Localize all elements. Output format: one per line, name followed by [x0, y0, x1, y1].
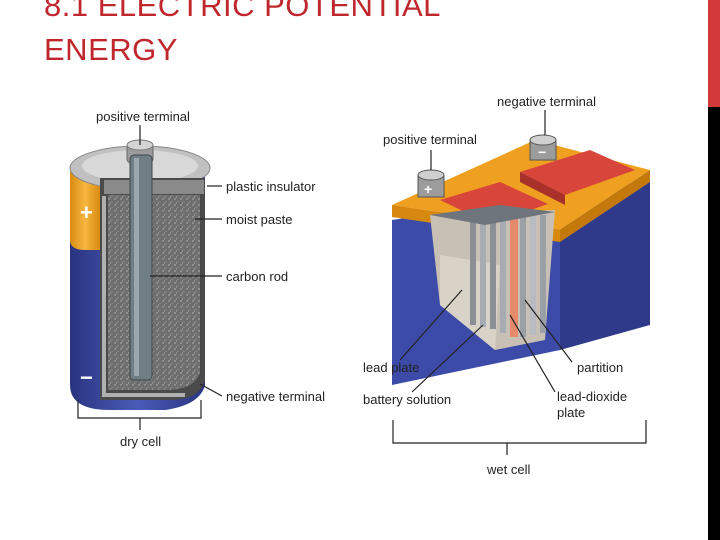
wet-cell-label-lead-dioxide-1: lead-dioxide	[557, 389, 627, 404]
wet-cell-positive-terminal: +	[417, 169, 445, 198]
carbon-rod	[129, 154, 153, 381]
dry-cell-caption: dry cell	[120, 434, 161, 449]
dry-cell-plus-sign: +	[80, 200, 93, 225]
wet-cell-label-battery-solution: battery solution	[363, 392, 451, 407]
wet-cell-label-lead-dioxide-2: plate	[557, 405, 585, 420]
plastic-insulator	[104, 180, 204, 194]
wet-cell-caption: wet cell	[486, 462, 530, 477]
wet-cell: + − negative terminal positive terminal …	[363, 94, 650, 477]
dry-cell-bracket	[77, 400, 202, 430]
wet-cell-label-partition: partition	[577, 360, 623, 375]
dry-cell-label-positive-terminal: positive terminal	[96, 109, 190, 124]
wet-cell-label-lead-plate: lead plate	[363, 360, 419, 375]
svg-text:−: −	[538, 144, 546, 160]
slide-title-line-1: 8.1 ELECTRIC POTENTIAL	[44, 0, 441, 23]
wet-cell-bracket	[392, 420, 647, 455]
dry-cell-label-moist-paste: moist paste	[226, 212, 292, 227]
wet-cell-plates	[470, 215, 546, 337]
wet-cell-label-negative-terminal: negative terminal	[497, 94, 596, 109]
moist-paste	[108, 195, 200, 390]
wet-cell-negative-terminal: −	[529, 134, 557, 161]
dry-cell: + − positive terminal plastic insulator …	[69, 109, 325, 449]
right-edge-bar	[708, 0, 720, 540]
dry-cell-label-plastic-insulator: plastic insulator	[226, 179, 316, 194]
wet-cell-lid-red-right	[520, 150, 635, 195]
slide-title: 8.1 ELECTRIC POTENTIAL ENERGY	[44, 0, 441, 72]
wet-cell-lid-red-left	[440, 182, 548, 224]
dry-cell-label-negative-terminal: negative terminal	[226, 389, 325, 404]
dry-cell-top-band	[70, 165, 100, 250]
right-edge-accent	[708, 0, 720, 107]
dry-cell-minus-sign: −	[80, 365, 93, 390]
slide-title-line-2: ENERGY	[44, 32, 178, 67]
svg-text:+: +	[424, 181, 432, 197]
wet-cell-label-positive-terminal: positive terminal	[383, 132, 477, 147]
dry-cell-label-carbon-rod: carbon rod	[226, 269, 288, 284]
